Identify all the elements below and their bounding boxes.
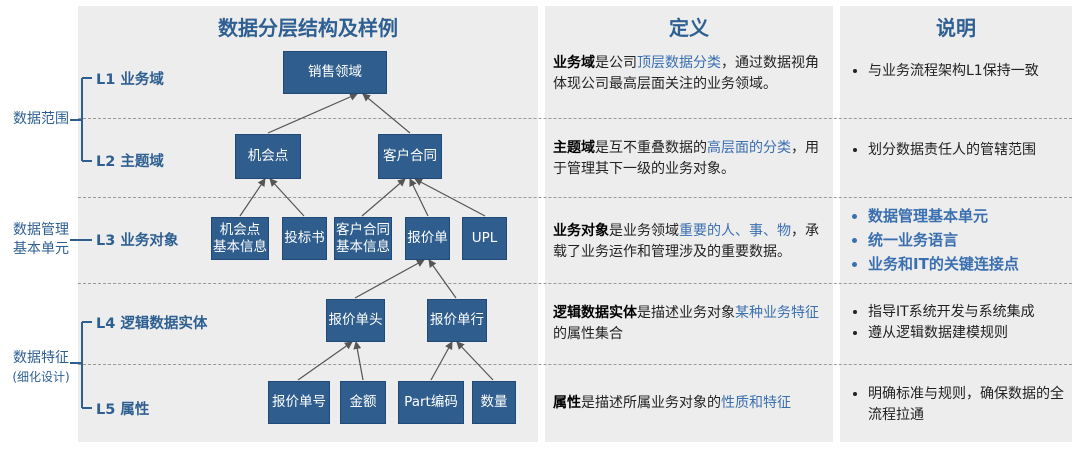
level-label-l2: L2 主题域 bbox=[96, 154, 164, 170]
node-bid-document: 投标书 bbox=[282, 217, 327, 260]
level-label-l3: L3 业务对象 bbox=[96, 233, 179, 249]
node-quotation-header: 报价单头 bbox=[326, 299, 385, 342]
node-amount: 金额 bbox=[340, 381, 386, 424]
definition-l2-text1: 是互不重叠数据的 bbox=[595, 140, 707, 156]
level-label-l4: L4 逻辑数据实体 bbox=[96, 316, 208, 332]
note-l3: 数据管理基本单元 统一业务语言 业务和IT的关键连接点 bbox=[848, 204, 1070, 276]
node-contract-basic-info-line2: 基本信息 bbox=[336, 238, 390, 255]
structure-title: 数据分层结构及样例 bbox=[218, 16, 398, 40]
definition-l3-text2: ，承载了业务运作和管理涉及的重要数据。 bbox=[553, 223, 819, 260]
definition-l1-text1: 是公司 bbox=[595, 55, 637, 71]
note-l1: 与业务流程架构L1保持一致 bbox=[848, 61, 1070, 82]
separator-l4-l5 bbox=[78, 364, 1072, 365]
definition-l1: 业务域是公司顶层数据分类，通过数据视角体现公司最高层面关注的业务领域。 bbox=[553, 53, 829, 95]
definition-l3-text1: 是业务领域 bbox=[609, 223, 679, 239]
note-l1-item: 与业务流程架构L1保持一致 bbox=[868, 61, 1070, 82]
node-quotation: 报价单 bbox=[405, 217, 450, 260]
node-contract-basic-info-line1: 客户合同 bbox=[336, 221, 390, 238]
definition-l3: 业务对象是业务领域重要的人、事、物，承载了业务运作和管理涉及的重要数据。 bbox=[553, 221, 829, 263]
explanation-panel: 说明 bbox=[840, 6, 1072, 442]
note-l3-item-1: 数据管理基本单元 bbox=[868, 204, 1070, 228]
group-label-scope: 数据范围 bbox=[13, 111, 69, 127]
note-l3-item-3: 业务和IT的关键连接点 bbox=[868, 252, 1070, 276]
group-label-unit-line2: 基本单元 bbox=[13, 241, 69, 257]
separator-l2-l3 bbox=[78, 197, 1072, 198]
definition-l3-term: 业务对象 bbox=[553, 223, 609, 239]
level-label-l5: L5 属性 bbox=[96, 402, 150, 418]
definition-l5: 属性是描述所属业务对象的性质和特征 bbox=[553, 393, 829, 414]
note-l4-item-2: 遵从逻辑数据建模规则 bbox=[868, 323, 1070, 344]
definition-l5-text1: 是描述所属业务对象的 bbox=[581, 395, 721, 411]
group-label-unit: 数据管理 基本单元 bbox=[4, 221, 78, 259]
note-l2: 划分数据责任人的管辖范围 bbox=[848, 140, 1070, 161]
level-label-l1: L1 业务域 bbox=[96, 72, 164, 88]
node-opportunity-basic-info: 机会点 基本信息 bbox=[211, 217, 269, 260]
explanation-title: 说明 bbox=[936, 16, 976, 40]
definition-l1-term: 业务域 bbox=[553, 55, 595, 71]
definition-l4-term: 逻辑数据实体 bbox=[553, 305, 637, 321]
separator-l3-l4 bbox=[78, 283, 1072, 284]
definition-l1-highlight: 顶层数据分类 bbox=[637, 55, 721, 71]
group-label-feature-line2: (细化设计) bbox=[12, 370, 70, 384]
group-label-unit-line1: 数据管理 bbox=[13, 222, 69, 238]
node-opportunity: 机会点 bbox=[235, 134, 301, 179]
note-l5: 明确标准与规则，确保数据的全流程拉通 bbox=[848, 384, 1070, 426]
definition-title: 定义 bbox=[669, 16, 709, 40]
definition-panel: 定义 bbox=[545, 6, 833, 442]
note-l5-item: 明确标准与规则，确保数据的全流程拉通 bbox=[868, 384, 1070, 426]
note-l3-item-2: 统一业务语言 bbox=[868, 228, 1070, 252]
definition-l2: 主题域是互不重叠数据的高层面的分类，用于管理其下一级的业务对象。 bbox=[553, 138, 829, 180]
definition-l2-highlight: 高层面的分类 bbox=[707, 140, 791, 156]
note-l2-item: 划分数据责任人的管辖范围 bbox=[868, 140, 1070, 161]
definition-l4: 逻辑数据实体是描述业务对象某种业务特征的属性集合 bbox=[553, 303, 829, 345]
note-l4-item-1: 指导IT系统开发与系统集成 bbox=[868, 302, 1070, 323]
node-upl: UPL bbox=[462, 217, 507, 260]
node-part-code: Part编码 bbox=[398, 381, 464, 424]
definition-l2-text2: ，用于管理其下一级的业务对象。 bbox=[553, 140, 819, 177]
definition-l3-highlight: 重要的人、事、物 bbox=[679, 223, 791, 239]
definition-l2-term: 主题域 bbox=[553, 140, 595, 156]
definition-l4-text2: 的属性集合 bbox=[553, 326, 623, 342]
node-customer-contract: 客户合同 bbox=[378, 134, 442, 179]
node-opportunity-basic-info-line1: 机会点 bbox=[219, 221, 261, 238]
definition-l1-text2: ，通过数据视角体现公司最高层面关注的业务领域。 bbox=[553, 55, 819, 92]
node-quantity: 数量 bbox=[472, 381, 516, 424]
definition-l5-term: 属性 bbox=[553, 395, 581, 411]
separator-l1-l2 bbox=[78, 118, 1072, 119]
group-label-feature-line1: 数据特征 bbox=[13, 350, 69, 366]
definition-l5-highlight: 性质和特征 bbox=[721, 395, 791, 411]
node-opportunity-basic-info-line2: 基本信息 bbox=[213, 238, 267, 255]
node-quotation-line: 报价单行 bbox=[427, 299, 487, 342]
note-l4: 指导IT系统开发与系统集成 遵从逻辑数据建模规则 bbox=[848, 302, 1070, 344]
node-contract-basic-info: 客户合同 基本信息 bbox=[334, 217, 392, 260]
node-sales-domain: 销售领域 bbox=[283, 51, 387, 94]
node-quotation-number: 报价单号 bbox=[268, 381, 330, 424]
group-label-feature: 数据特征 (细化设计) bbox=[4, 349, 78, 387]
definition-l4-text1: 是描述业务对象 bbox=[637, 305, 735, 321]
definition-l4-highlight: 某种业务特征 bbox=[735, 305, 819, 321]
